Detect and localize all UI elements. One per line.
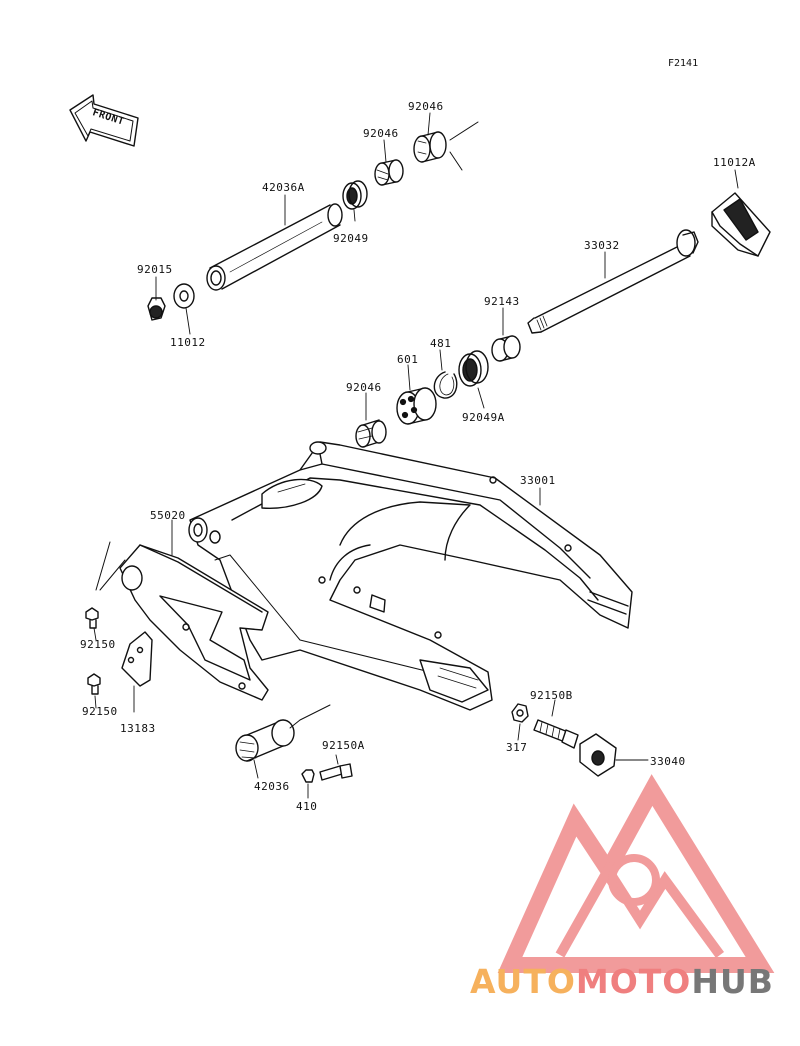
label-13183: 13183 bbox=[120, 722, 156, 735]
watermark-auto: AUTO bbox=[470, 962, 576, 1001]
label-92046-mid: 92046 bbox=[363, 127, 399, 140]
label-410: 410 bbox=[296, 800, 318, 813]
nut-410 bbox=[301, 769, 315, 783]
washer-11012 bbox=[173, 283, 195, 309]
bracket-13183 bbox=[121, 631, 153, 687]
label-92049: 92049 bbox=[333, 232, 369, 245]
label-55020: 55020 bbox=[150, 509, 186, 522]
label-317: 317 bbox=[506, 741, 528, 754]
leader-lines bbox=[93, 112, 739, 799]
label-92150A: 92150A bbox=[322, 739, 365, 752]
label-92046-top: 92046 bbox=[408, 100, 444, 113]
bolt-92150A bbox=[319, 763, 353, 781]
nut-317 bbox=[511, 703, 529, 723]
label-481: 481 bbox=[430, 337, 452, 350]
swingarm-33001 bbox=[188, 441, 633, 711]
label-92150-a: 92150 bbox=[80, 638, 116, 651]
watermark-text: AUTOMOTOHUB bbox=[470, 962, 774, 1001]
figure-id: F2141 bbox=[668, 58, 699, 69]
bolt-92150B bbox=[533, 719, 579, 749]
label-33040: 33040 bbox=[650, 755, 686, 768]
watermark-logo-icon bbox=[497, 774, 775, 973]
bearing-92046-low bbox=[355, 419, 387, 448]
adjuster-33040 bbox=[579, 733, 617, 777]
nut-92015 bbox=[147, 297, 166, 321]
watermark-moto: MOTO bbox=[575, 962, 692, 1001]
label-11012: 11012 bbox=[170, 336, 206, 349]
watermark-hub: HUB bbox=[691, 962, 774, 1001]
label-33032: 33032 bbox=[584, 239, 620, 252]
seal-92049A bbox=[458, 350, 489, 387]
label-42036A: 42036A bbox=[262, 181, 305, 194]
label-92150B: 92150B bbox=[530, 689, 573, 702]
block-11012A bbox=[711, 192, 771, 257]
bearing-92046-top bbox=[413, 121, 479, 171]
label-92150-b: 92150 bbox=[82, 705, 118, 718]
collar-92143 bbox=[491, 335, 521, 362]
sleeve-42036A bbox=[206, 203, 343, 291]
bearing-601 bbox=[396, 387, 437, 425]
front-arrow-icon bbox=[69, 94, 139, 147]
label-601: 601 bbox=[397, 353, 419, 366]
label-92143: 92143 bbox=[484, 295, 520, 308]
bearing-92046-mid bbox=[374, 159, 404, 186]
seal-92049 bbox=[342, 180, 368, 210]
label-92049A: 92049A bbox=[462, 411, 505, 424]
sleeve-42036 bbox=[235, 704, 331, 762]
bolt-92150-a bbox=[85, 607, 99, 629]
label-11012A: 11012A bbox=[713, 156, 756, 169]
label-92046-low: 92046 bbox=[346, 381, 382, 394]
bolt-92150-b bbox=[87, 673, 101, 695]
label-92015: 92015 bbox=[137, 263, 173, 276]
pivot-shaft-33032 bbox=[527, 229, 699, 334]
label-33001: 33001 bbox=[520, 474, 556, 487]
label-42036: 42036 bbox=[254, 780, 290, 793]
circlip-481 bbox=[433, 371, 458, 399]
chain-guard-55020 bbox=[95, 541, 269, 701]
